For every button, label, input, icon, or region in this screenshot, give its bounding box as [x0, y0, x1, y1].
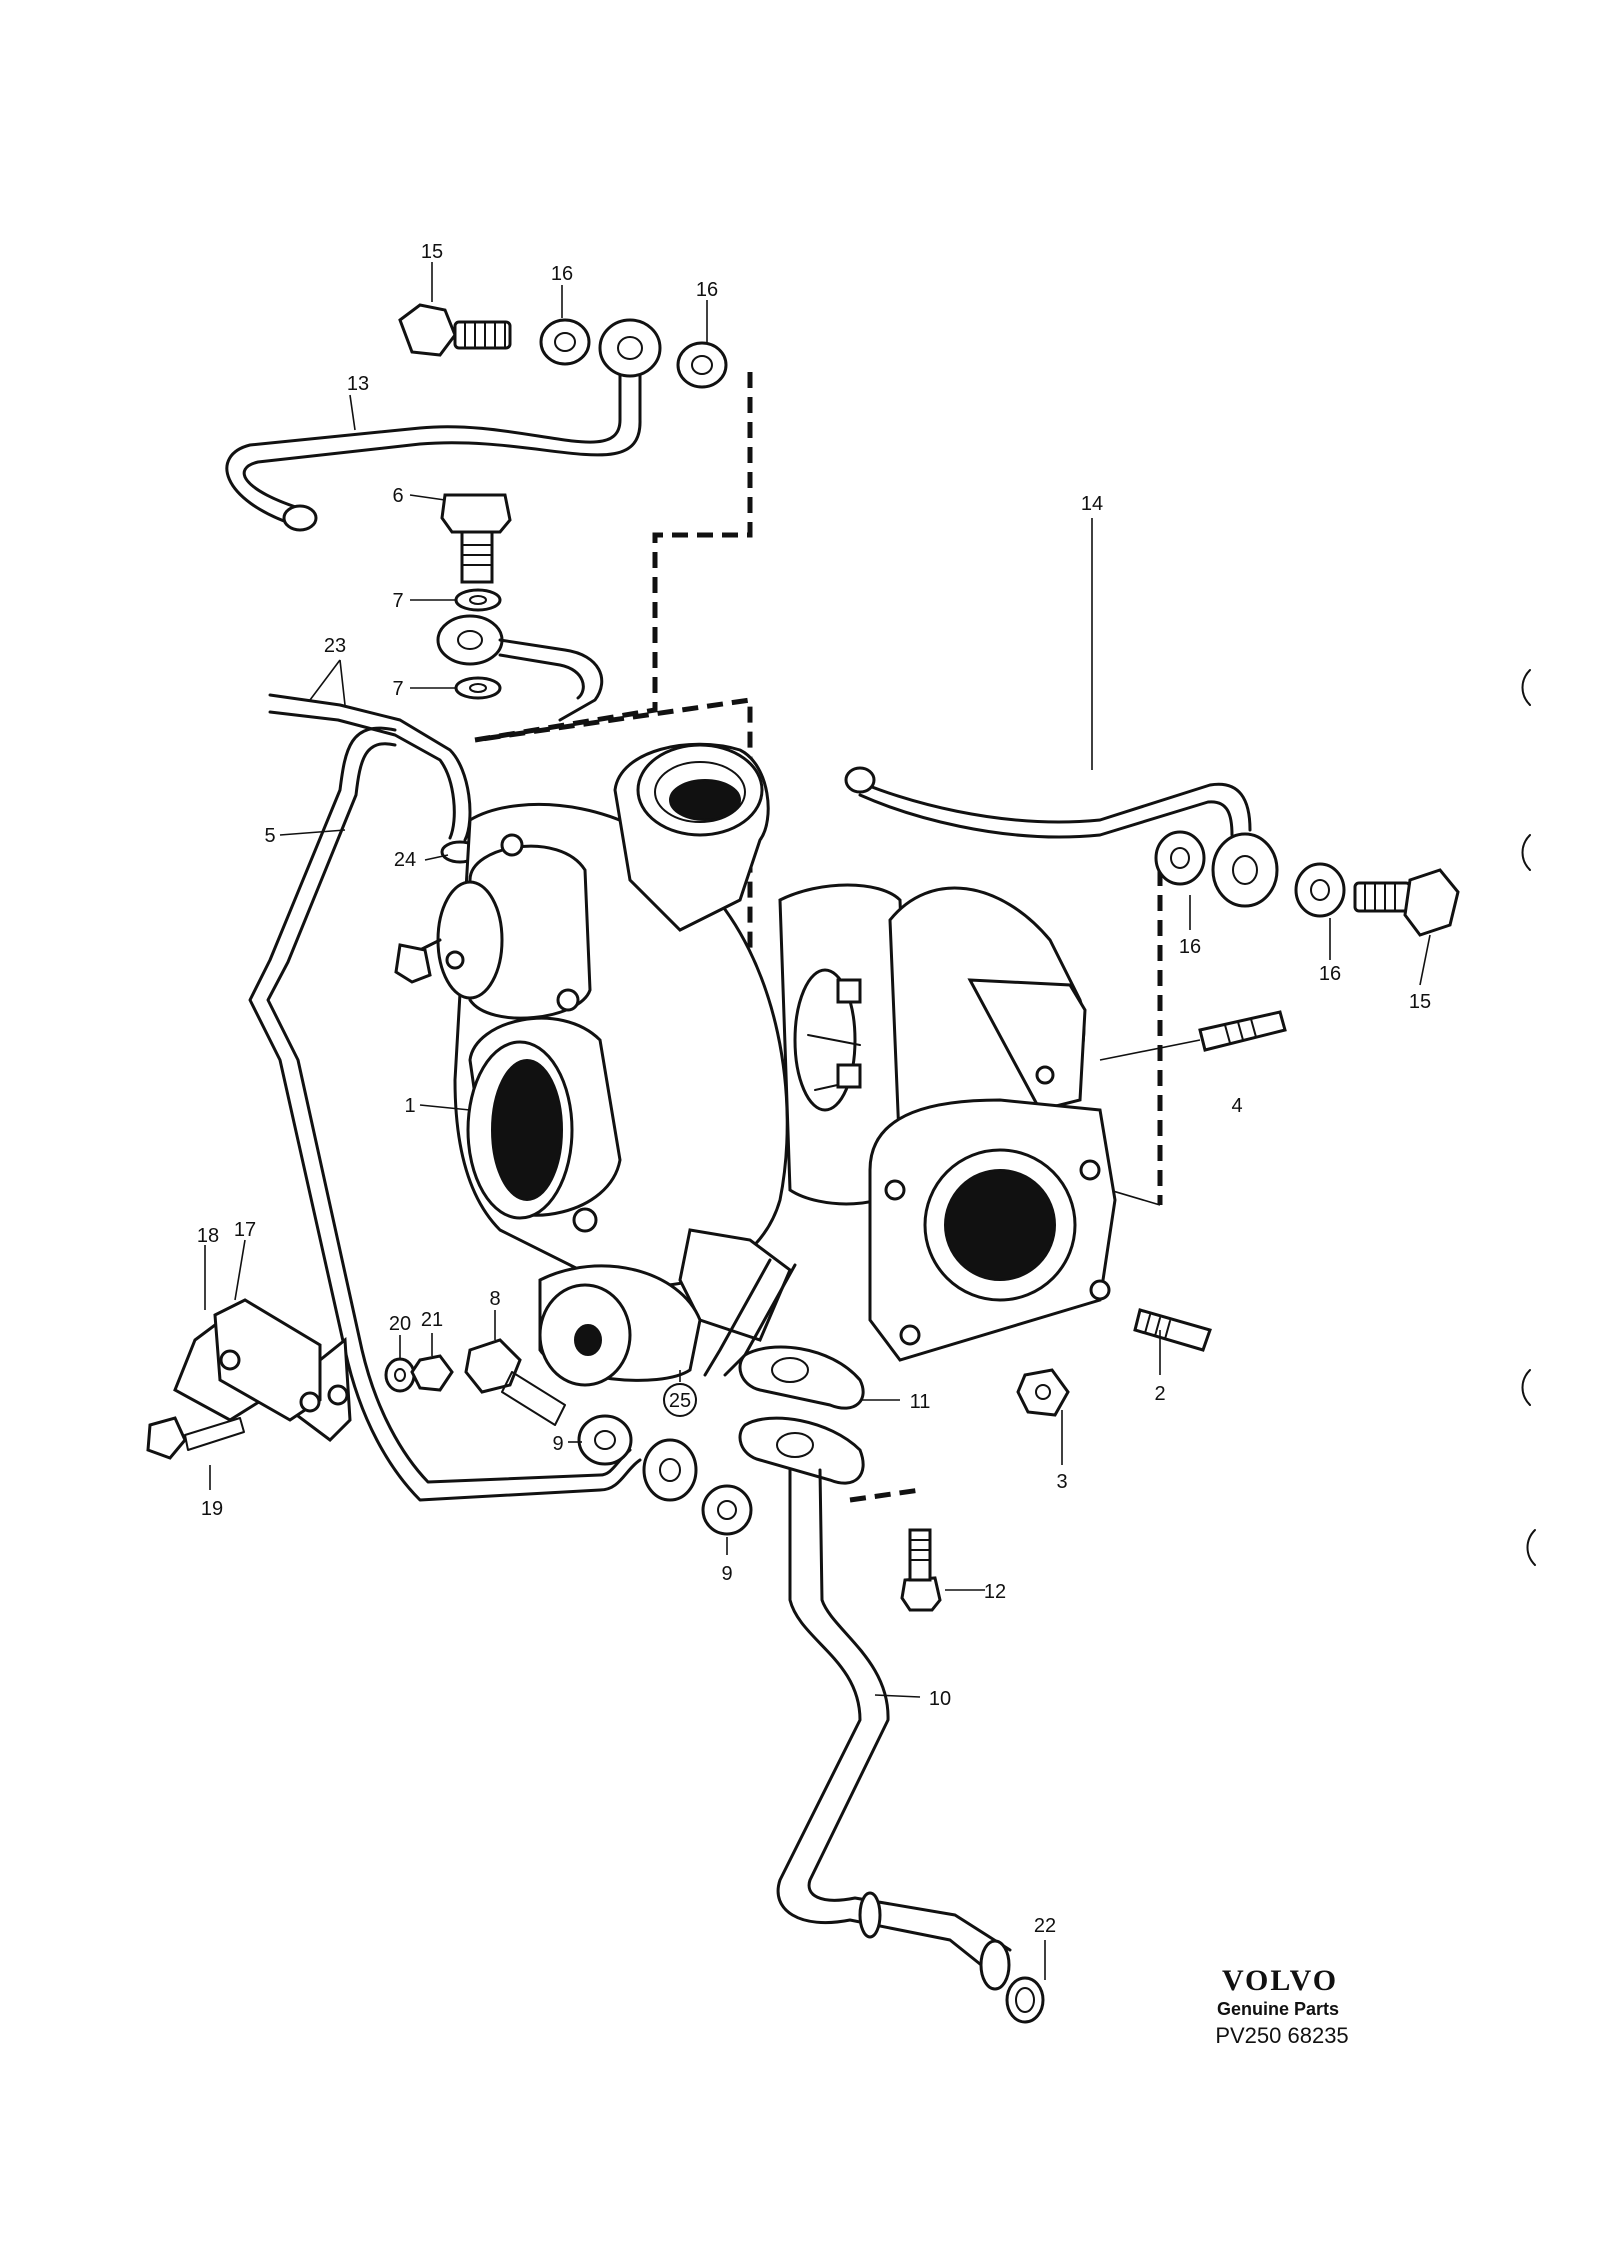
- callout-16-top-right: 16: [696, 279, 718, 301]
- callout-16-top-left: 16: [551, 263, 573, 285]
- brand-block: VOLVO Genuine Parts PV250 68235: [1215, 1964, 1348, 2048]
- bolt-19: [146, 1416, 245, 1460]
- stud-2: [1133, 1308, 1212, 1352]
- banjo-bolt-15-right: [1353, 868, 1460, 937]
- oil-return-pipe-10: [776, 1468, 1012, 1991]
- callout-9-left: 9: [552, 1433, 563, 1455]
- callout-12: 12: [984, 1581, 1006, 1603]
- washers-9: [577, 1414, 753, 1536]
- leader-lines: [204, 262, 1431, 1980]
- callout-14: 14: [1081, 493, 1103, 515]
- callout-15-right: 15: [1409, 991, 1431, 1013]
- callout-2: 2: [1154, 1383, 1165, 1405]
- callout-11: 11: [910, 1391, 931, 1413]
- stud-4: [1198, 1010, 1287, 1052]
- callout-13: 13: [347, 373, 369, 395]
- banjo-fitting-13: [598, 318, 662, 378]
- callout-7-upper: 7: [392, 590, 403, 612]
- washers-16-top: [539, 318, 728, 389]
- callout-5: 5: [264, 825, 275, 847]
- washers-7: [454, 588, 502, 700]
- callout-8: 8: [489, 1288, 500, 1310]
- nut-3: [1016, 1368, 1070, 1417]
- callout-24: 24: [394, 849, 416, 871]
- turbocharger-1: [394, 742, 1117, 1362]
- brand-name: VOLVO: [1222, 1964, 1338, 1997]
- oil-feed-pipe-13: [225, 318, 662, 532]
- callout-22: 22: [1034, 1915, 1056, 1937]
- brand-tagline: Genuine Parts: [1217, 1999, 1339, 2019]
- callout-18: 18: [197, 1225, 219, 1247]
- banjo-bolt-15-top: [398, 303, 512, 357]
- callout-19: 19: [201, 1498, 223, 1520]
- callout-9-right: 9: [721, 1563, 732, 1585]
- callout-25: 25: [669, 1390, 691, 1412]
- callout-1: 1: [404, 1095, 415, 1117]
- callout-21: 21: [421, 1309, 443, 1331]
- union-25: [538, 1258, 797, 1387]
- margin-marks: [1521, 669, 1536, 1566]
- pipe-end-13: [282, 504, 318, 532]
- callout-3: 3: [1056, 1471, 1067, 1493]
- callout-16-right-left: 16: [1179, 936, 1201, 958]
- callout-numbers: 15 16 16 13 6 7 7 23 5 24 1 14 16 16 15 …: [197, 241, 1431, 1937]
- rigid-line-5: [248, 726, 642, 1502]
- banjo-bolt-6: [440, 493, 512, 584]
- callout-7-lower: 7: [392, 678, 403, 700]
- bracket-17-18: [173, 1298, 352, 1442]
- bolt-12: [900, 1528, 942, 1612]
- callout-23: 23: [324, 635, 346, 657]
- callout-15-top: 15: [421, 241, 443, 263]
- callout-4: 4: [1231, 1095, 1242, 1117]
- callout-20: 20: [389, 1313, 411, 1335]
- banjo-bolt-8: [464, 1338, 566, 1426]
- callout-10: 10: [929, 1688, 951, 1710]
- callout-25-circle: [663, 1383, 697, 1417]
- gasket-11: [738, 1345, 865, 1485]
- part-code: PV250 68235: [1215, 2023, 1348, 2048]
- pipe-14: [844, 766, 1279, 908]
- callout-17: 17: [234, 1219, 256, 1241]
- nut-21: [410, 1354, 454, 1392]
- callout-6: 6: [392, 485, 403, 507]
- washer-20: [384, 1357, 416, 1393]
- washers-16-right: [1154, 830, 1346, 918]
- o-ring-22: [1005, 1976, 1045, 2024]
- callout-16-right-right: 16: [1319, 963, 1341, 985]
